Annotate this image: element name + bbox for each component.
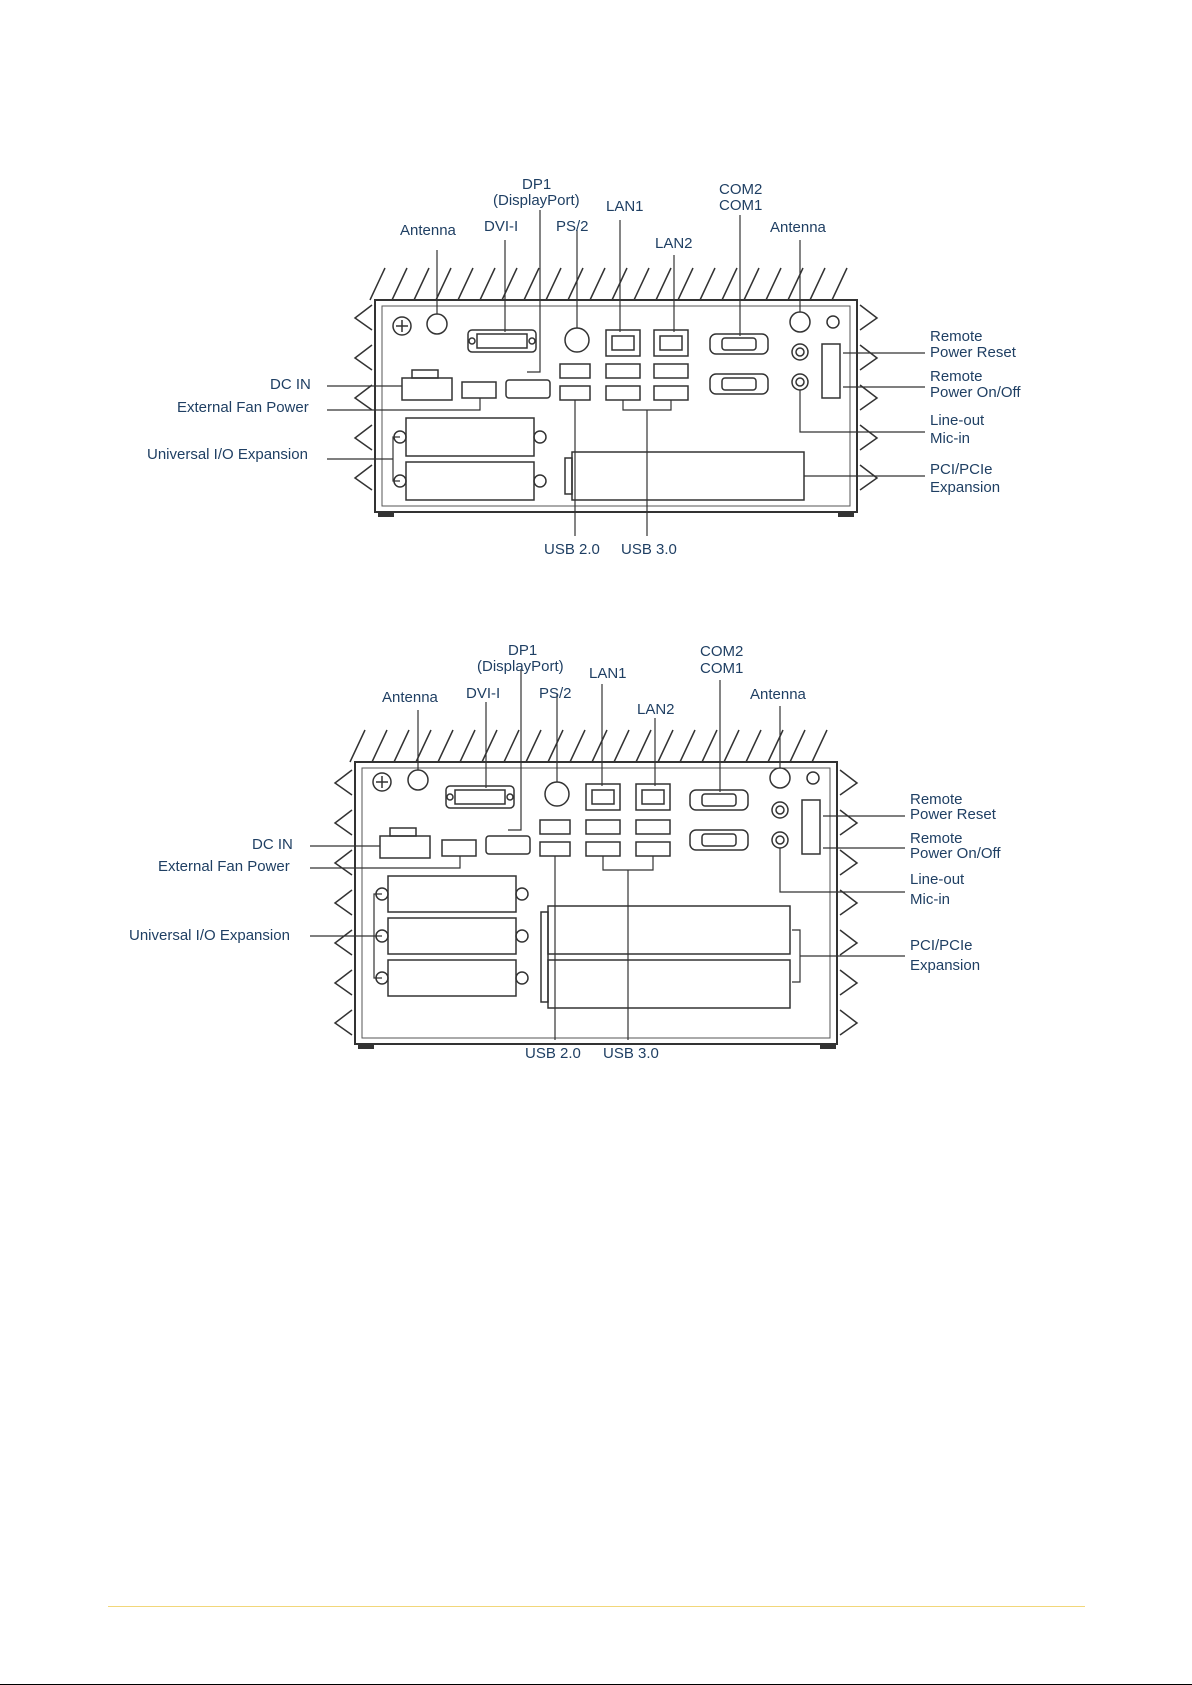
label-antenna-left: Antenna [400, 222, 456, 239]
label-ps2: PS/2 [556, 218, 589, 235]
label-usb2: USB 2.0 [525, 1045, 581, 1062]
label-remote-reset-line2: Power Reset [910, 806, 996, 823]
label-remote-reset-line1: Remote [910, 791, 963, 808]
label-com2: COM2 [700, 643, 744, 660]
label-dc-in: DC IN [252, 836, 293, 853]
label-com2: COM2 [719, 181, 763, 198]
label-dp1: DP1 [508, 642, 538, 659]
label-dvi: DVI-I [484, 218, 519, 235]
label-com1: COM1 [700, 660, 744, 677]
label-dc-in: DC IN [270, 376, 311, 393]
label-displayport: (DisplayPort) [493, 192, 580, 209]
label-remote-onoff-line2: Power On/Off [930, 384, 1021, 401]
label-pci-line1: PCI/PCIe [910, 937, 973, 954]
label-usb2: USB 2.0 [544, 541, 600, 558]
footer-rule [108, 1606, 1085, 1607]
label-universal-io-expansion: Universal I/O Expansion [147, 446, 308, 463]
label-universal-io-expansion: Universal I/O Expansion [129, 927, 290, 944]
label-lan1: LAN1 [606, 198, 644, 215]
label-lineout: Line-out [930, 412, 985, 429]
label-com1: COM1 [719, 197, 763, 214]
label-micin: Mic-in [910, 891, 950, 908]
label-micin: Mic-in [930, 430, 970, 447]
label-remote-reset-line2: Power Reset [930, 344, 1016, 361]
label-dp1: DP1 [522, 176, 552, 193]
label-usb3: USB 3.0 [621, 541, 677, 558]
label-lan1: LAN1 [589, 665, 627, 682]
label-displayport: (DisplayPort) [477, 658, 564, 675]
label-pci-line1: PCI/PCIe [930, 461, 993, 478]
label-antenna-left: Antenna [382, 689, 438, 706]
label-remote-onoff-line1: Remote [910, 830, 963, 847]
label-antenna-right: Antenna [750, 686, 806, 703]
rear-panel-diagram-1: Antenna DVI-I DP1 (DisplayPort) PS/2 LAN… [0, 0, 1192, 580]
label-pci-line2: Expansion [930, 479, 1001, 496]
label-external-fan-power: External Fan Power [158, 858, 290, 875]
chassis-drawing-2 [310, 670, 905, 1049]
chassis-drawing-1 [327, 210, 925, 536]
label-dvi: DVI-I [466, 685, 501, 702]
label-remote-onoff-line2: Power On/Off [910, 845, 1001, 862]
label-pci-line2: Expansion [910, 957, 981, 974]
rear-panel-diagram-2: Antenna DVI-I DP1 (DisplayPort) PS/2 LAN… [0, 630, 1192, 1070]
label-usb3: USB 3.0 [603, 1045, 659, 1062]
label-external-fan-power: External Fan Power [177, 399, 309, 416]
label-lineout: Line-out [910, 871, 965, 888]
label-lan2: LAN2 [637, 701, 675, 718]
label-ps2: PS/2 [539, 685, 572, 702]
label-antenna-right: Antenna [770, 219, 826, 236]
label-lan2: LAN2 [655, 235, 693, 252]
label-remote-onoff-line1: Remote [930, 368, 983, 385]
label-remote-reset-line1: Remote [930, 328, 983, 345]
